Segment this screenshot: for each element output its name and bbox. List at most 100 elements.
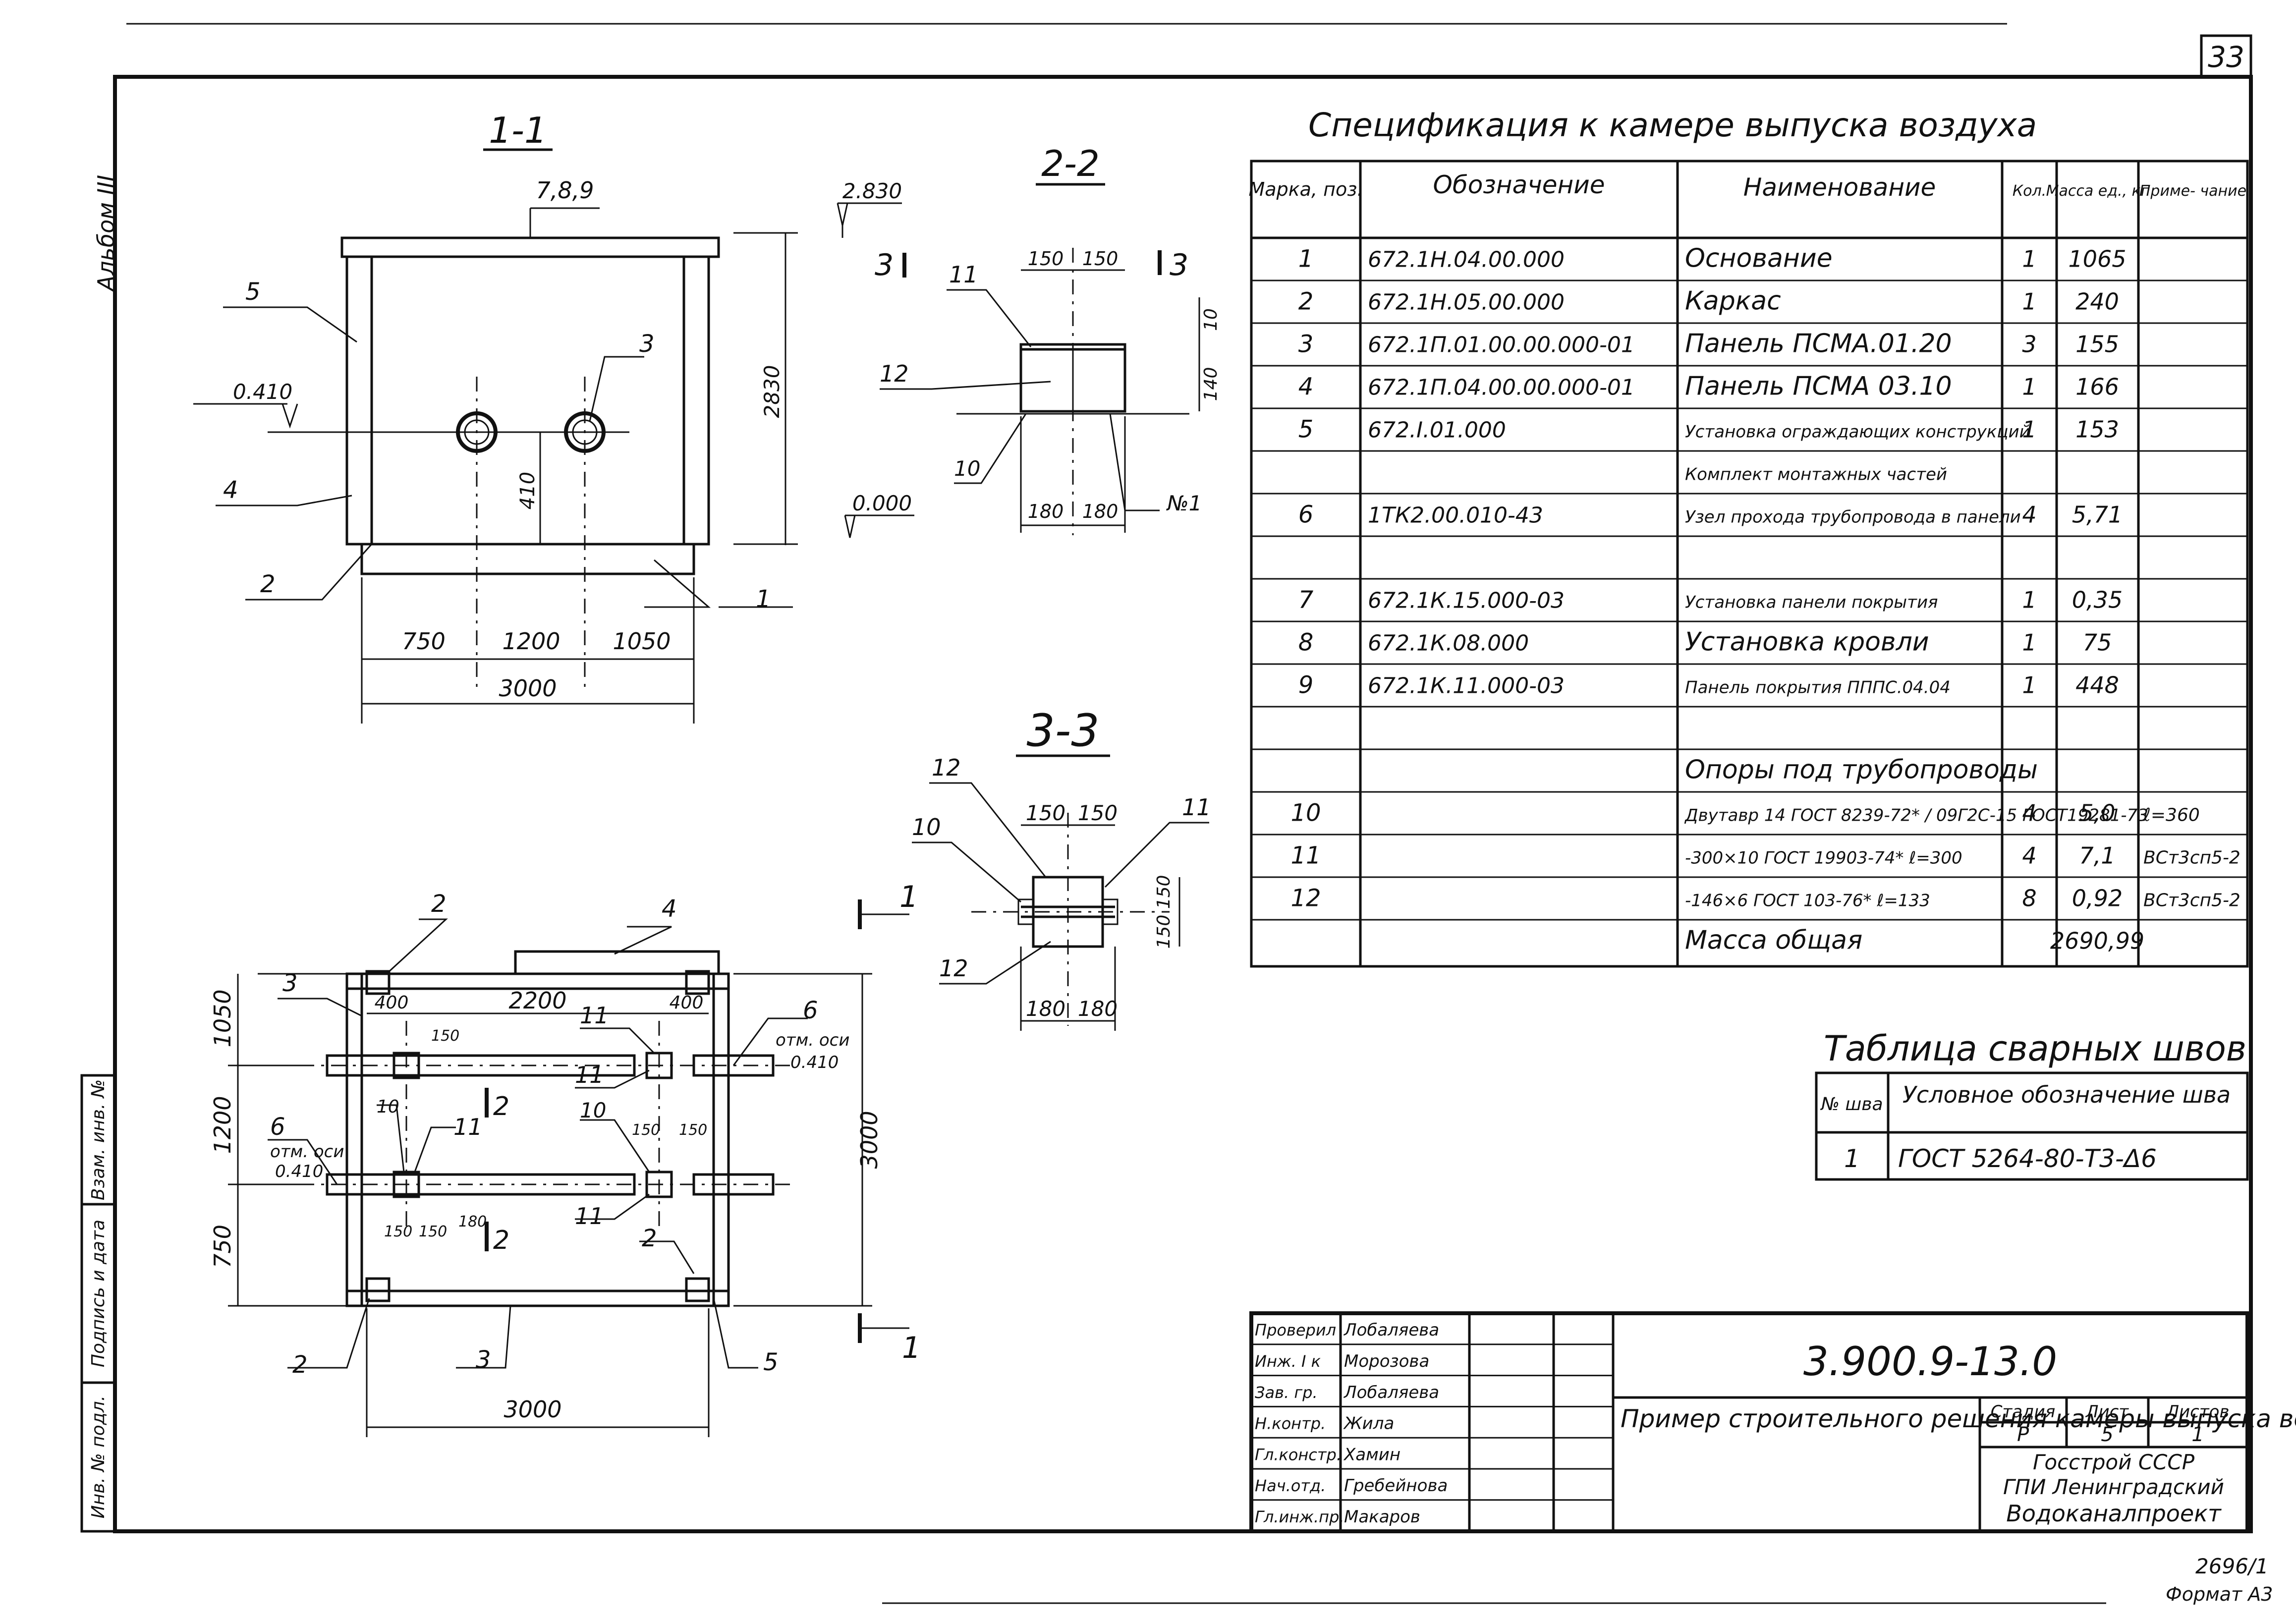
plan-lbl-3b: 3 bbox=[476, 1346, 491, 1374]
spec-table bbox=[1250, 160, 2249, 968]
tb-org-3: Водоканалпроект bbox=[2006, 1500, 2222, 1527]
spec-cell-name: Основание bbox=[1685, 243, 1833, 273]
v22-dim-10: 10 bbox=[1201, 308, 1221, 331]
view-1-1-title: 1-1 bbox=[489, 110, 547, 151]
plan-elev-label-right: отм. оси bbox=[776, 1030, 849, 1050]
dim-410: 410 bbox=[516, 472, 539, 509]
lbl-3: 3 bbox=[639, 330, 655, 358]
spec-cell-name: Узел прохода трубопровода в панели bbox=[1685, 507, 2021, 527]
spec-cell-qty: 4 bbox=[2022, 842, 2036, 869]
footer-number: 2696/1 bbox=[2195, 1554, 2269, 1578]
tb-stage-label: Стадия bbox=[1991, 1402, 2055, 1422]
spec-cell-name: Масса общая bbox=[1685, 925, 1862, 955]
lbl-1: 1 bbox=[756, 585, 771, 613]
tb-sheet: 5 bbox=[2101, 1423, 2113, 1446]
spec-cell-pos: 1 bbox=[1298, 245, 1314, 273]
spec-cell-pos: 8 bbox=[1298, 628, 1314, 656]
tb-person-name: Морозова bbox=[1344, 1351, 1429, 1371]
spec-cell-pos: 7 bbox=[1298, 586, 1314, 614]
spec-cell-qty: 1 bbox=[2022, 671, 2036, 698]
plan-dim-750: 750 bbox=[209, 1225, 236, 1268]
tb-person-name: Хамин bbox=[1343, 1445, 1400, 1464]
plan-small-150b: 150 bbox=[632, 1121, 660, 1139]
tb-person-role: Гл.инж.пр. bbox=[1255, 1508, 1344, 1526]
tb-person-role: Нач.отд. bbox=[1255, 1476, 1326, 1495]
spec-cell-designation: 1ТК2.00.010-43 bbox=[1368, 503, 1543, 528]
view-3-3: 3-3 150 150 180 180 150 150 12 10 11 12 bbox=[858, 705, 1211, 1031]
spec-cell-designation: 672.1П.01.00.00.000-01 bbox=[1368, 332, 1635, 357]
side-inv-orig: Инв. № подл. bbox=[88, 1396, 109, 1518]
tb-person-role: Зав. гр. bbox=[1255, 1383, 1318, 1402]
plan-lbl-4: 4 bbox=[662, 895, 677, 923]
weld-row-no: 1 bbox=[1844, 1144, 1860, 1173]
view-1-1-label-top: 7,8,9 bbox=[536, 177, 594, 204]
tb-person-name: Макаров bbox=[1344, 1507, 1420, 1527]
spec-cell-mass: 0,92 bbox=[2072, 885, 2123, 911]
plan-dim-2200: 2200 bbox=[508, 987, 566, 1014]
plan-lbl-11d: 11 bbox=[575, 1062, 604, 1088]
tb-person-name: Лобаляева bbox=[1343, 1320, 1439, 1340]
height-2830: 2830 bbox=[760, 365, 784, 418]
spec-cell-pos: 10 bbox=[1290, 799, 1321, 827]
spec-cell-qty: 1 bbox=[2022, 288, 2036, 315]
plan-cut-1: 1 bbox=[902, 1331, 921, 1365]
v33-top-150a: 150 bbox=[1026, 801, 1065, 825]
spec-cell-designation: 672.1К.08.000 bbox=[1368, 630, 1529, 656]
weld-table bbox=[1815, 1071, 2249, 1181]
spec-cell-note: ℓ=360 bbox=[2143, 805, 2200, 825]
tb-code: 3.900.9-13.0 bbox=[1803, 1339, 2057, 1385]
spec-cell-designation: 672.1К.15.000-03 bbox=[1368, 588, 1565, 613]
spec-cell-qty: 8 bbox=[2022, 885, 2036, 911]
view-1-1: 1-1 7,8,9 0.410 2.830 0.000 bbox=[193, 110, 914, 724]
tb-stage: Р bbox=[2017, 1423, 2029, 1446]
v22-lbl-10: 10 bbox=[954, 456, 980, 481]
title-block bbox=[1249, 1311, 2249, 1533]
spec-cell-pos: 4 bbox=[1298, 373, 1314, 400]
plan-lbl-2c: 2 bbox=[292, 1351, 308, 1379]
spec-cell-mass: 7,1 bbox=[2079, 842, 2115, 869]
plan-lbl-11a: 11 bbox=[580, 1002, 609, 1029]
elev-0410: 0.410 bbox=[233, 380, 292, 404]
spec-cell-mass: 153 bbox=[2075, 416, 2119, 443]
tb-desc-1: Пример строительного решения камеры выпу… bbox=[1621, 1404, 2296, 1433]
weld-row-symbol: ГОСТ 5264-80-Т3-Δ6 bbox=[1898, 1144, 2157, 1173]
spec-cell-qty: 4 bbox=[2022, 501, 2036, 528]
spec-cell-qty: 3 bbox=[2022, 331, 2036, 357]
plan-lbl-6b: 6 bbox=[270, 1113, 285, 1141]
spec-cell-pos: 9 bbox=[1298, 671, 1314, 699]
spec-cell-name: Установка ограждающих конструкций bbox=[1685, 422, 2030, 442]
v33-lbl-12b: 12 bbox=[939, 955, 968, 982]
v22-cut-3: 3 bbox=[1170, 248, 1188, 282]
plan-lbl-3a: 3 bbox=[282, 969, 298, 997]
plan-small-150a: 150 bbox=[431, 1027, 459, 1045]
spec-cell-designation: 672.I.01.000 bbox=[1368, 417, 1506, 443]
spec-cell-qty: 1 bbox=[2022, 629, 2036, 656]
spec-header-mark: Марка, поз. bbox=[1249, 178, 1363, 200]
tb-sheets-label: Листов bbox=[2165, 1402, 2229, 1422]
lbl-5: 5 bbox=[245, 278, 261, 306]
spec-cell-pos: 6 bbox=[1298, 501, 1314, 528]
plan-small-150d: 150 bbox=[384, 1223, 412, 1240]
v22-top-150b: 150 bbox=[1082, 248, 1119, 270]
spec-cell-name: Установка панели покрытия bbox=[1685, 592, 1938, 612]
spec-cell-mass: 75 bbox=[2083, 629, 2112, 656]
plan-dim-3000-bottom: 3000 bbox=[504, 1396, 561, 1423]
v33-lbl-11: 11 bbox=[1182, 794, 1211, 821]
plan-lbl-2b: 2 bbox=[642, 1225, 657, 1252]
spec-cell-mass: 5,0 bbox=[2079, 799, 2115, 826]
v33-lbl-10: 10 bbox=[912, 814, 941, 840]
dim-1200: 1200 bbox=[502, 628, 560, 655]
v33-bot-180b: 180 bbox=[1078, 997, 1118, 1021]
plan-elev-label-left: отм. оси bbox=[270, 1142, 344, 1162]
v22-bot-180b: 180 bbox=[1082, 501, 1119, 522]
spec-cell-pos: 2 bbox=[1298, 287, 1314, 315]
plan-dim-3000-right: 3000 bbox=[856, 1111, 883, 1169]
plan-small-150e: 150 bbox=[419, 1223, 447, 1240]
spec-cell-name: Панель ПСМА.01.20 bbox=[1685, 329, 1952, 358]
plan-small-180: 180 bbox=[458, 1213, 487, 1230]
cut-3: 3 bbox=[875, 248, 894, 282]
spec-header-designation: Обозначение bbox=[1433, 170, 1605, 199]
spec-header-name: Наименование bbox=[1743, 173, 1936, 202]
spec-cell-name: -300×10 ГОСТ 19903-74* ℓ=300 bbox=[1685, 848, 1962, 868]
